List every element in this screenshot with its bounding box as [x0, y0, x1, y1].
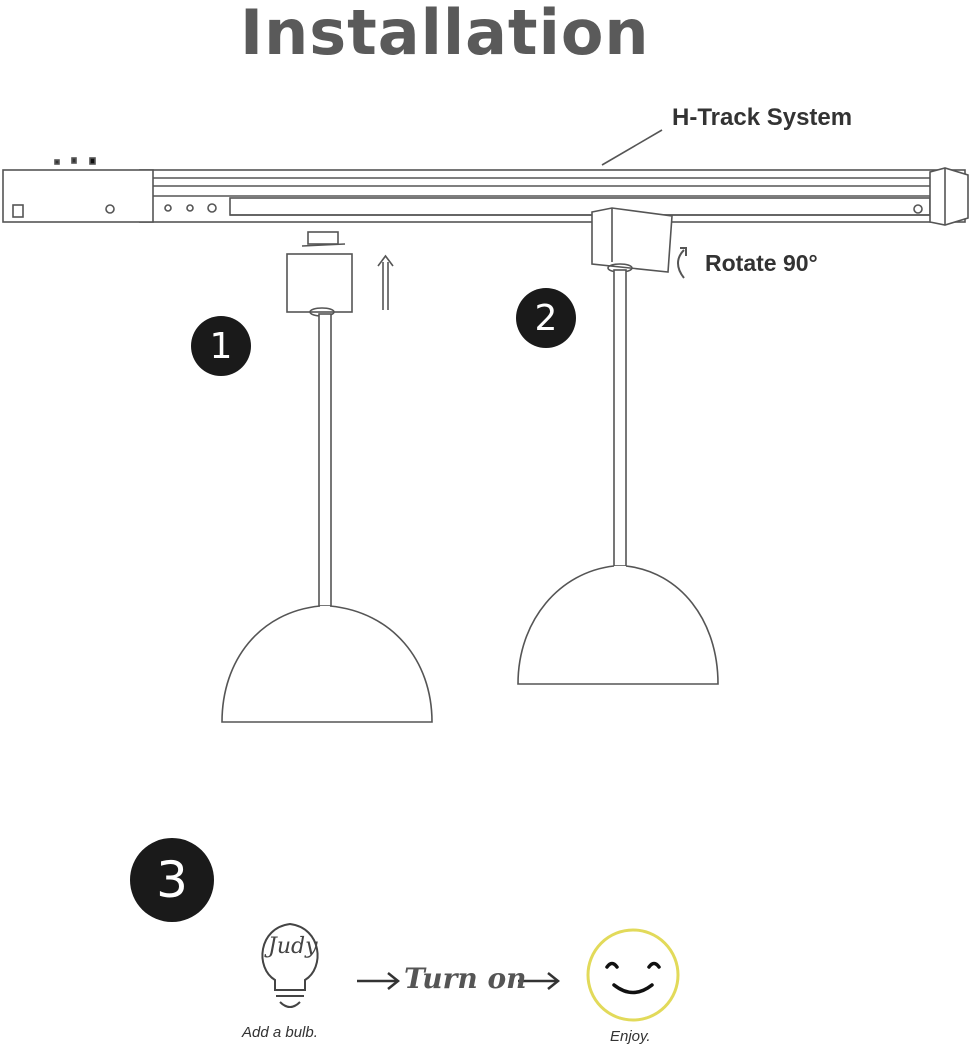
turn-on-label: Turn on	[404, 962, 527, 995]
bulb-caption: Add a bulb.	[242, 1024, 318, 1041]
arrow-right-icon	[357, 972, 401, 990]
pendant-shade-2	[517, 565, 719, 685]
bulb-logo: Judy	[268, 934, 318, 959]
rotate-label: Rotate 90°	[705, 250, 818, 276]
rotate-arrow-icon	[677, 247, 687, 279]
h-track	[2, 157, 969, 226]
page-title: Installation	[240, 0, 650, 69]
smiley-icon	[586, 928, 680, 1022]
track-adapter-1	[221, 231, 433, 723]
step-badge-2: 2	[516, 288, 576, 348]
track-end-cap	[2, 169, 154, 223]
arrow-right-icon	[518, 972, 561, 990]
track-adapter-2	[517, 207, 719, 685]
bulb-icon	[261, 922, 319, 1008]
enjoy-caption: Enjoy.	[610, 1028, 651, 1045]
step-badge-3: 3	[130, 838, 214, 922]
step-badge-1: 1	[191, 316, 251, 376]
pendant-shade-1	[221, 605, 433, 723]
arrow-up-icon	[377, 254, 394, 310]
track-label: H-Track System	[672, 104, 853, 131]
leader-line	[601, 129, 663, 166]
